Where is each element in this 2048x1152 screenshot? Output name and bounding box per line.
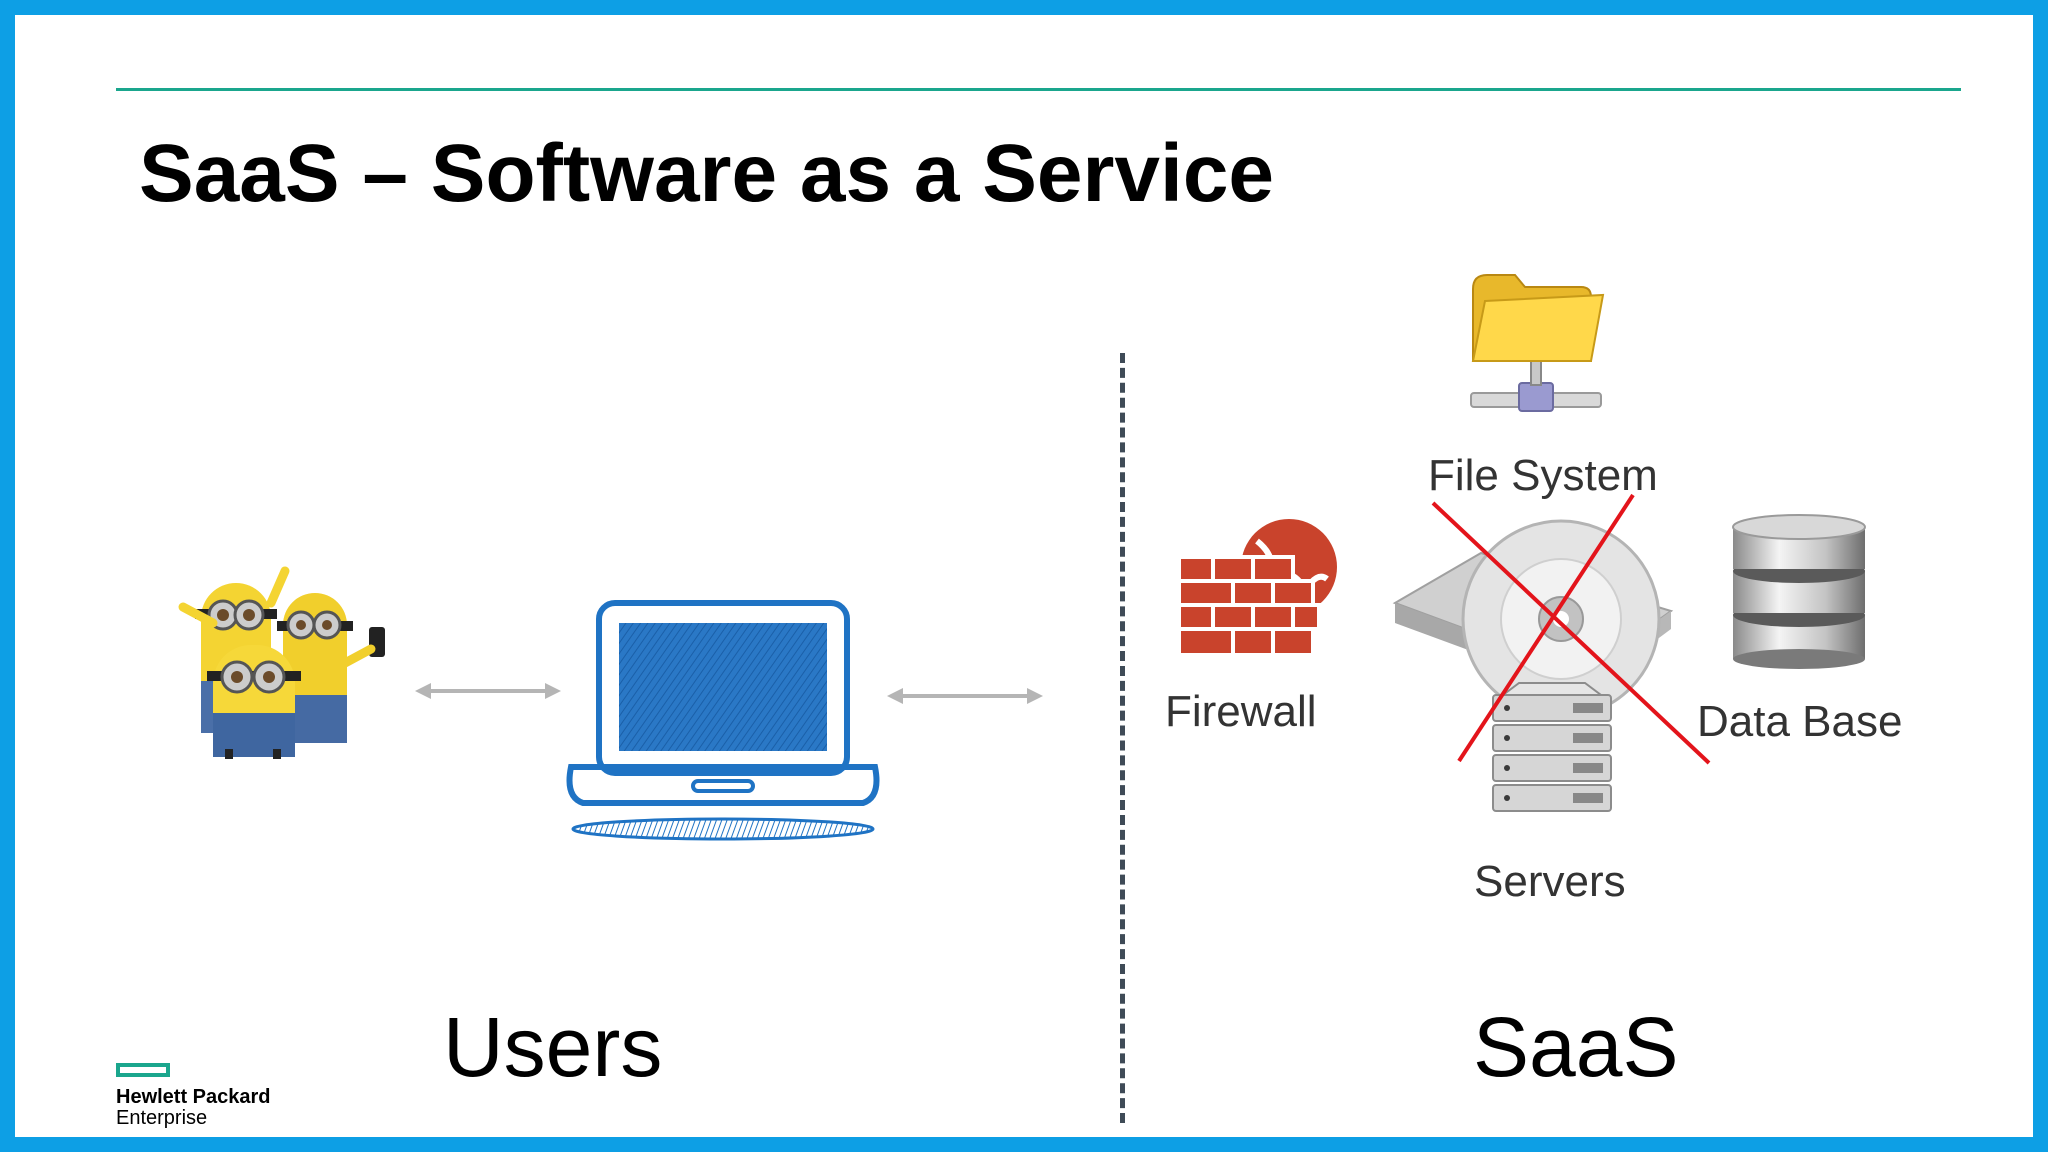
- minions-illustration: [178, 566, 385, 759]
- laptop-icon: [566, 600, 880, 841]
- servers-label: Servers: [1474, 857, 1626, 906]
- slide-title: SaaS – Software as a Service: [139, 128, 1275, 219]
- logo-line-2: Enterprise: [116, 1107, 208, 1129]
- double-arrow-icon: [887, 688, 1043, 704]
- folder-network-icon: [1470, 274, 1605, 412]
- double-arrow-icon: [415, 683, 561, 699]
- logo-line-1: Hewlett Packard: [116, 1086, 271, 1108]
- firewall-icon: [1177, 519, 1337, 657]
- data-base-label: Data Base: [1697, 697, 1903, 746]
- file-system-label: File System: [1428, 451, 1658, 500]
- firewall-label: Firewall: [1165, 687, 1317, 736]
- saas-label: SaaS: [1473, 1000, 1679, 1094]
- top-rule: [116, 88, 1961, 91]
- dashed-divider: [1120, 353, 1125, 1123]
- server-rack-icon: [1492, 682, 1612, 812]
- hpe-logo-mark: [116, 1063, 170, 1077]
- database-icon: [1732, 514, 1866, 669]
- cross-out-icon: [1431, 493, 1711, 765]
- users-label: Users: [443, 1000, 663, 1094]
